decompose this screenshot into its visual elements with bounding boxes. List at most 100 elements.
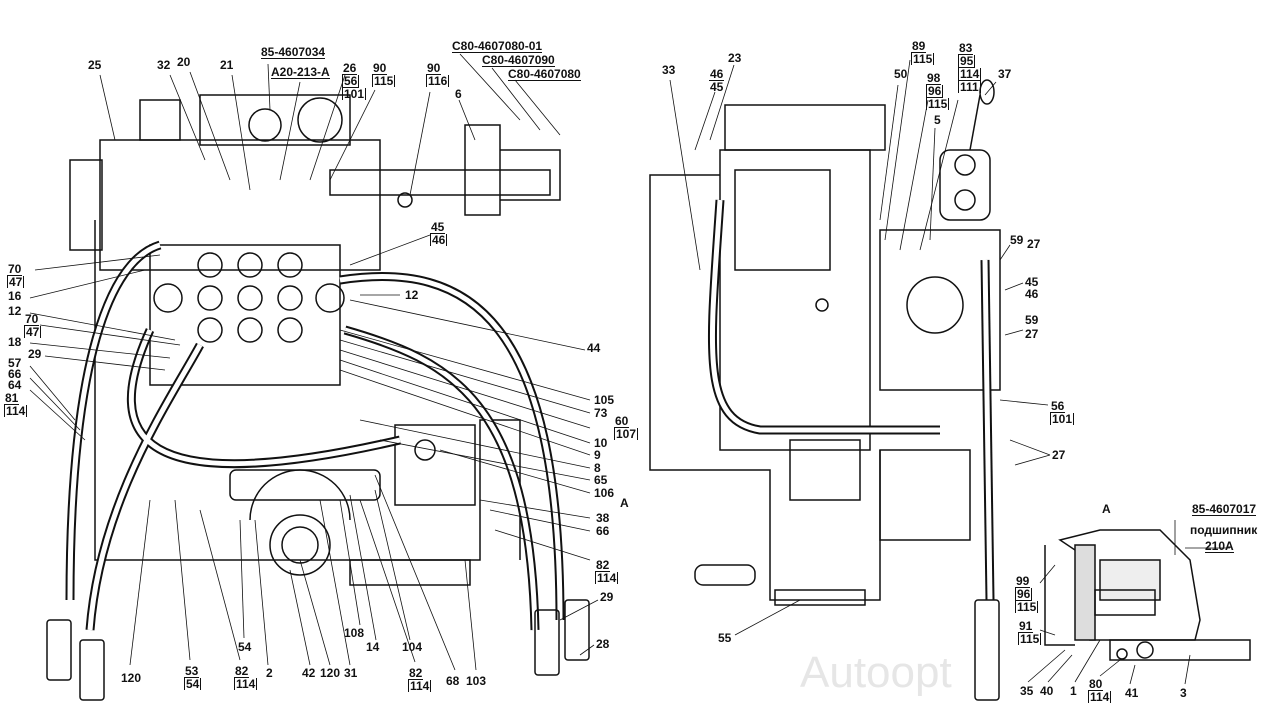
part-label: 18	[8, 335, 22, 349]
part-number: 80	[1088, 677, 1104, 691]
part-number: 115	[1015, 600, 1039, 614]
detail-title: A	[1102, 502, 1111, 516]
part-label: 104	[402, 640, 423, 654]
part-label: 8	[594, 461, 601, 475]
part-label: 66	[596, 524, 610, 538]
right-hose-fitting	[974, 599, 1000, 701]
part-label: 25	[88, 58, 102, 72]
part-label: 6	[455, 87, 462, 101]
part-label: 108	[344, 626, 365, 640]
watermark: Autoopt	[800, 648, 952, 697]
part-number: 89	[911, 39, 927, 53]
part-number: 70	[24, 312, 40, 326]
part-number: 114	[408, 679, 432, 693]
part-label: 29	[28, 347, 42, 361]
part-label: 28	[596, 637, 610, 651]
part-label: 2	[266, 666, 273, 680]
part-label: 31	[344, 666, 358, 680]
hose-fittings	[46, 599, 590, 701]
part-label: 40	[1040, 684, 1054, 698]
part-number: 96	[926, 84, 944, 98]
part-number: 95	[958, 54, 976, 68]
part-label: 103	[466, 674, 487, 688]
part-label: 10	[594, 436, 608, 450]
part-number: 115	[1018, 632, 1042, 646]
part-label: 20	[177, 55, 191, 69]
part-label: 16	[8, 289, 22, 303]
part-label: 12	[8, 304, 22, 318]
part-number: 82	[408, 666, 424, 680]
part-number-label: 85-4607017	[1192, 502, 1257, 516]
part-label: 21	[220, 58, 234, 72]
view-marker-a: A	[620, 496, 629, 510]
part-label: 73	[594, 406, 608, 420]
part-label: 105	[594, 393, 615, 407]
part-number-label: C80-4607080	[508, 67, 581, 81]
detail-a-section	[1044, 529, 1251, 661]
bearing-label: подшипник	[1190, 523, 1258, 537]
part-label: 120	[121, 671, 142, 685]
part-label: 12	[405, 288, 419, 302]
part-label: 14	[366, 640, 380, 654]
part-number-label: A20-213-A	[271, 65, 330, 79]
part-number: 107	[614, 427, 639, 441]
part-label: 57	[8, 356, 22, 370]
leader-lines-left	[29, 53, 599, 671]
part-label: 59	[1010, 233, 1024, 247]
valve-section-ports	[153, 252, 345, 343]
part-label: 46	[1025, 287, 1039, 301]
part-number: 90	[372, 61, 388, 75]
part-label: 106	[594, 486, 615, 500]
left-housing	[69, 94, 561, 586]
part-number: 82	[234, 664, 250, 678]
leader-lines-right	[669, 59, 1051, 636]
part-label: 66	[8, 367, 22, 381]
part-number-label: 85-4607034	[261, 45, 326, 59]
part-label: 9	[594, 448, 601, 462]
part-label: 42	[302, 666, 316, 680]
part-label: 35	[1020, 684, 1034, 698]
part-number: 114	[958, 67, 982, 81]
part-number: 96	[1015, 587, 1033, 601]
part-label: 27	[1025, 327, 1039, 341]
part-label: 45	[1025, 275, 1039, 289]
part-number: 116	[426, 74, 450, 88]
right-hoses-inner	[709, 199, 993, 601]
part-number: 114	[234, 677, 258, 691]
right-housing	[649, 79, 1001, 606]
part-number: 114	[4, 404, 28, 418]
part-label: 37	[998, 67, 1012, 81]
bearing-model: 210А	[1205, 539, 1234, 553]
part-label: 59	[1025, 313, 1039, 327]
part-number: 111	[958, 80, 981, 94]
part-number: 53	[184, 664, 200, 678]
part-number: 114	[595, 571, 619, 585]
part-number: 101	[342, 87, 367, 101]
part-label: 27	[1027, 237, 1041, 251]
part-label: 120	[320, 666, 341, 680]
part-number: 115	[372, 74, 396, 88]
part-number: 99	[1015, 574, 1031, 588]
part-label: 54	[238, 640, 252, 654]
part-label: 5	[934, 113, 941, 127]
part-number: 101	[1050, 412, 1075, 426]
part-label: 55	[718, 631, 732, 645]
part-label: 33	[662, 63, 676, 77]
part-number: 83	[958, 41, 974, 55]
part-label: 3	[1180, 686, 1187, 700]
part-number: 82	[595, 558, 611, 572]
